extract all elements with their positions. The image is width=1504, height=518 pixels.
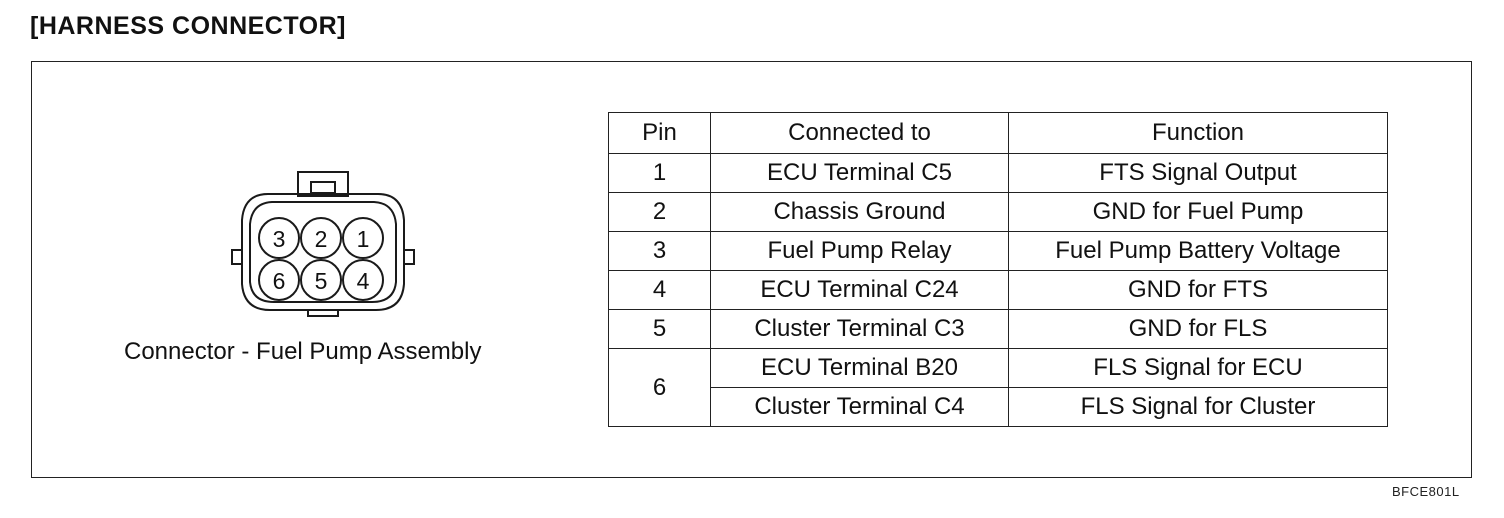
connector-outer-shell — [241, 193, 405, 311]
pin-cavity-3 — [258, 217, 300, 259]
connector-latch-outer — [297, 171, 349, 197]
function-cell: GND for FLS — [1008, 309, 1388, 349]
header-pin: Pin — [608, 112, 711, 154]
pin-label-5: 5 — [315, 268, 328, 294]
pin-assignment-table: Pin Connected to Function 1 ECU Terminal… — [608, 112, 1388, 427]
pin-cell: 1 — [608, 153, 711, 193]
connector-inner-shell — [249, 201, 397, 303]
function-cell: FLS Signal for ECU — [1008, 348, 1388, 388]
table-row: 2 Chassis Ground GND for Fuel Pump — [608, 192, 1388, 232]
pin-cavity-2 — [300, 217, 342, 259]
pin-label-6: 6 — [273, 268, 286, 294]
pin-cavity-4 — [342, 259, 384, 301]
connector-latch-inner — [310, 181, 336, 194]
function-cell: FLS Signal for Cluster — [1008, 387, 1388, 427]
pin-cavity-5 — [300, 259, 342, 301]
table-row: 5 Cluster Terminal C3 GND for FLS — [608, 309, 1388, 349]
pin-cavity-6 — [258, 259, 300, 301]
pin-label-4: 4 — [357, 268, 370, 294]
pin-cell: 6 — [608, 348, 711, 427]
pin-cell: 3 — [608, 231, 711, 271]
table-row: 1 ECU Terminal C5 FTS Signal Output — [608, 153, 1388, 193]
connected-to-cell: ECU Terminal C24 — [710, 270, 1009, 310]
function-cell: GND for Fuel Pump — [1008, 192, 1388, 232]
connected-to-cell: Cluster Terminal C4 — [710, 387, 1009, 427]
table-row: 6 ECU Terminal B20 FLS Signal for ECU — [608, 348, 1388, 427]
table-header-row: Pin Connected to Function — [608, 112, 1388, 154]
fuel-pump-connector-diagram: 3 2 1 6 5 4 — [231, 171, 415, 317]
pin-label-3: 3 — [273, 226, 286, 252]
table-row: 3 Fuel Pump Relay Fuel Pump Battery Volt… — [608, 231, 1388, 271]
function-cell: FTS Signal Output — [1008, 153, 1388, 193]
header-connected-to: Connected to — [710, 112, 1009, 154]
pin-label-1: 1 — [357, 226, 370, 252]
header-function: Function — [1008, 112, 1388, 154]
connected-to-cell: Cluster Terminal C3 — [710, 309, 1009, 349]
pin-cell: 5 — [608, 309, 711, 349]
table-row: Cluster Terminal C4 FLS Signal for Clust… — [609, 387, 1388, 427]
function-cell: GND for FTS — [1008, 270, 1388, 310]
connected-to-cell: Fuel Pump Relay — [710, 231, 1009, 271]
function-cell: Fuel Pump Battery Voltage — [1008, 231, 1388, 271]
pin-cell: 4 — [608, 270, 711, 310]
pin-cavity-1 — [342, 217, 384, 259]
connected-to-cell: Chassis Ground — [710, 192, 1009, 232]
figure-code: BFCE801L — [1392, 484, 1460, 499]
diagram-frame — [31, 61, 1472, 478]
page-heading: [HARNESS CONNECTOR] — [30, 12, 346, 40]
connector-bottom-tab — [307, 309, 339, 317]
connected-to-cell: ECU Terminal C5 — [710, 153, 1009, 193]
connector-right-ear — [404, 249, 415, 265]
connector-left-ear — [231, 249, 242, 265]
pin-label-2: 2 — [315, 226, 328, 252]
pin-cell: 2 — [608, 192, 711, 232]
table-row: 4 ECU Terminal C24 GND for FTS — [608, 270, 1388, 310]
connected-to-cell: ECU Terminal B20 — [710, 348, 1009, 388]
connector-caption: Connector - Fuel Pump Assembly — [124, 338, 482, 365]
